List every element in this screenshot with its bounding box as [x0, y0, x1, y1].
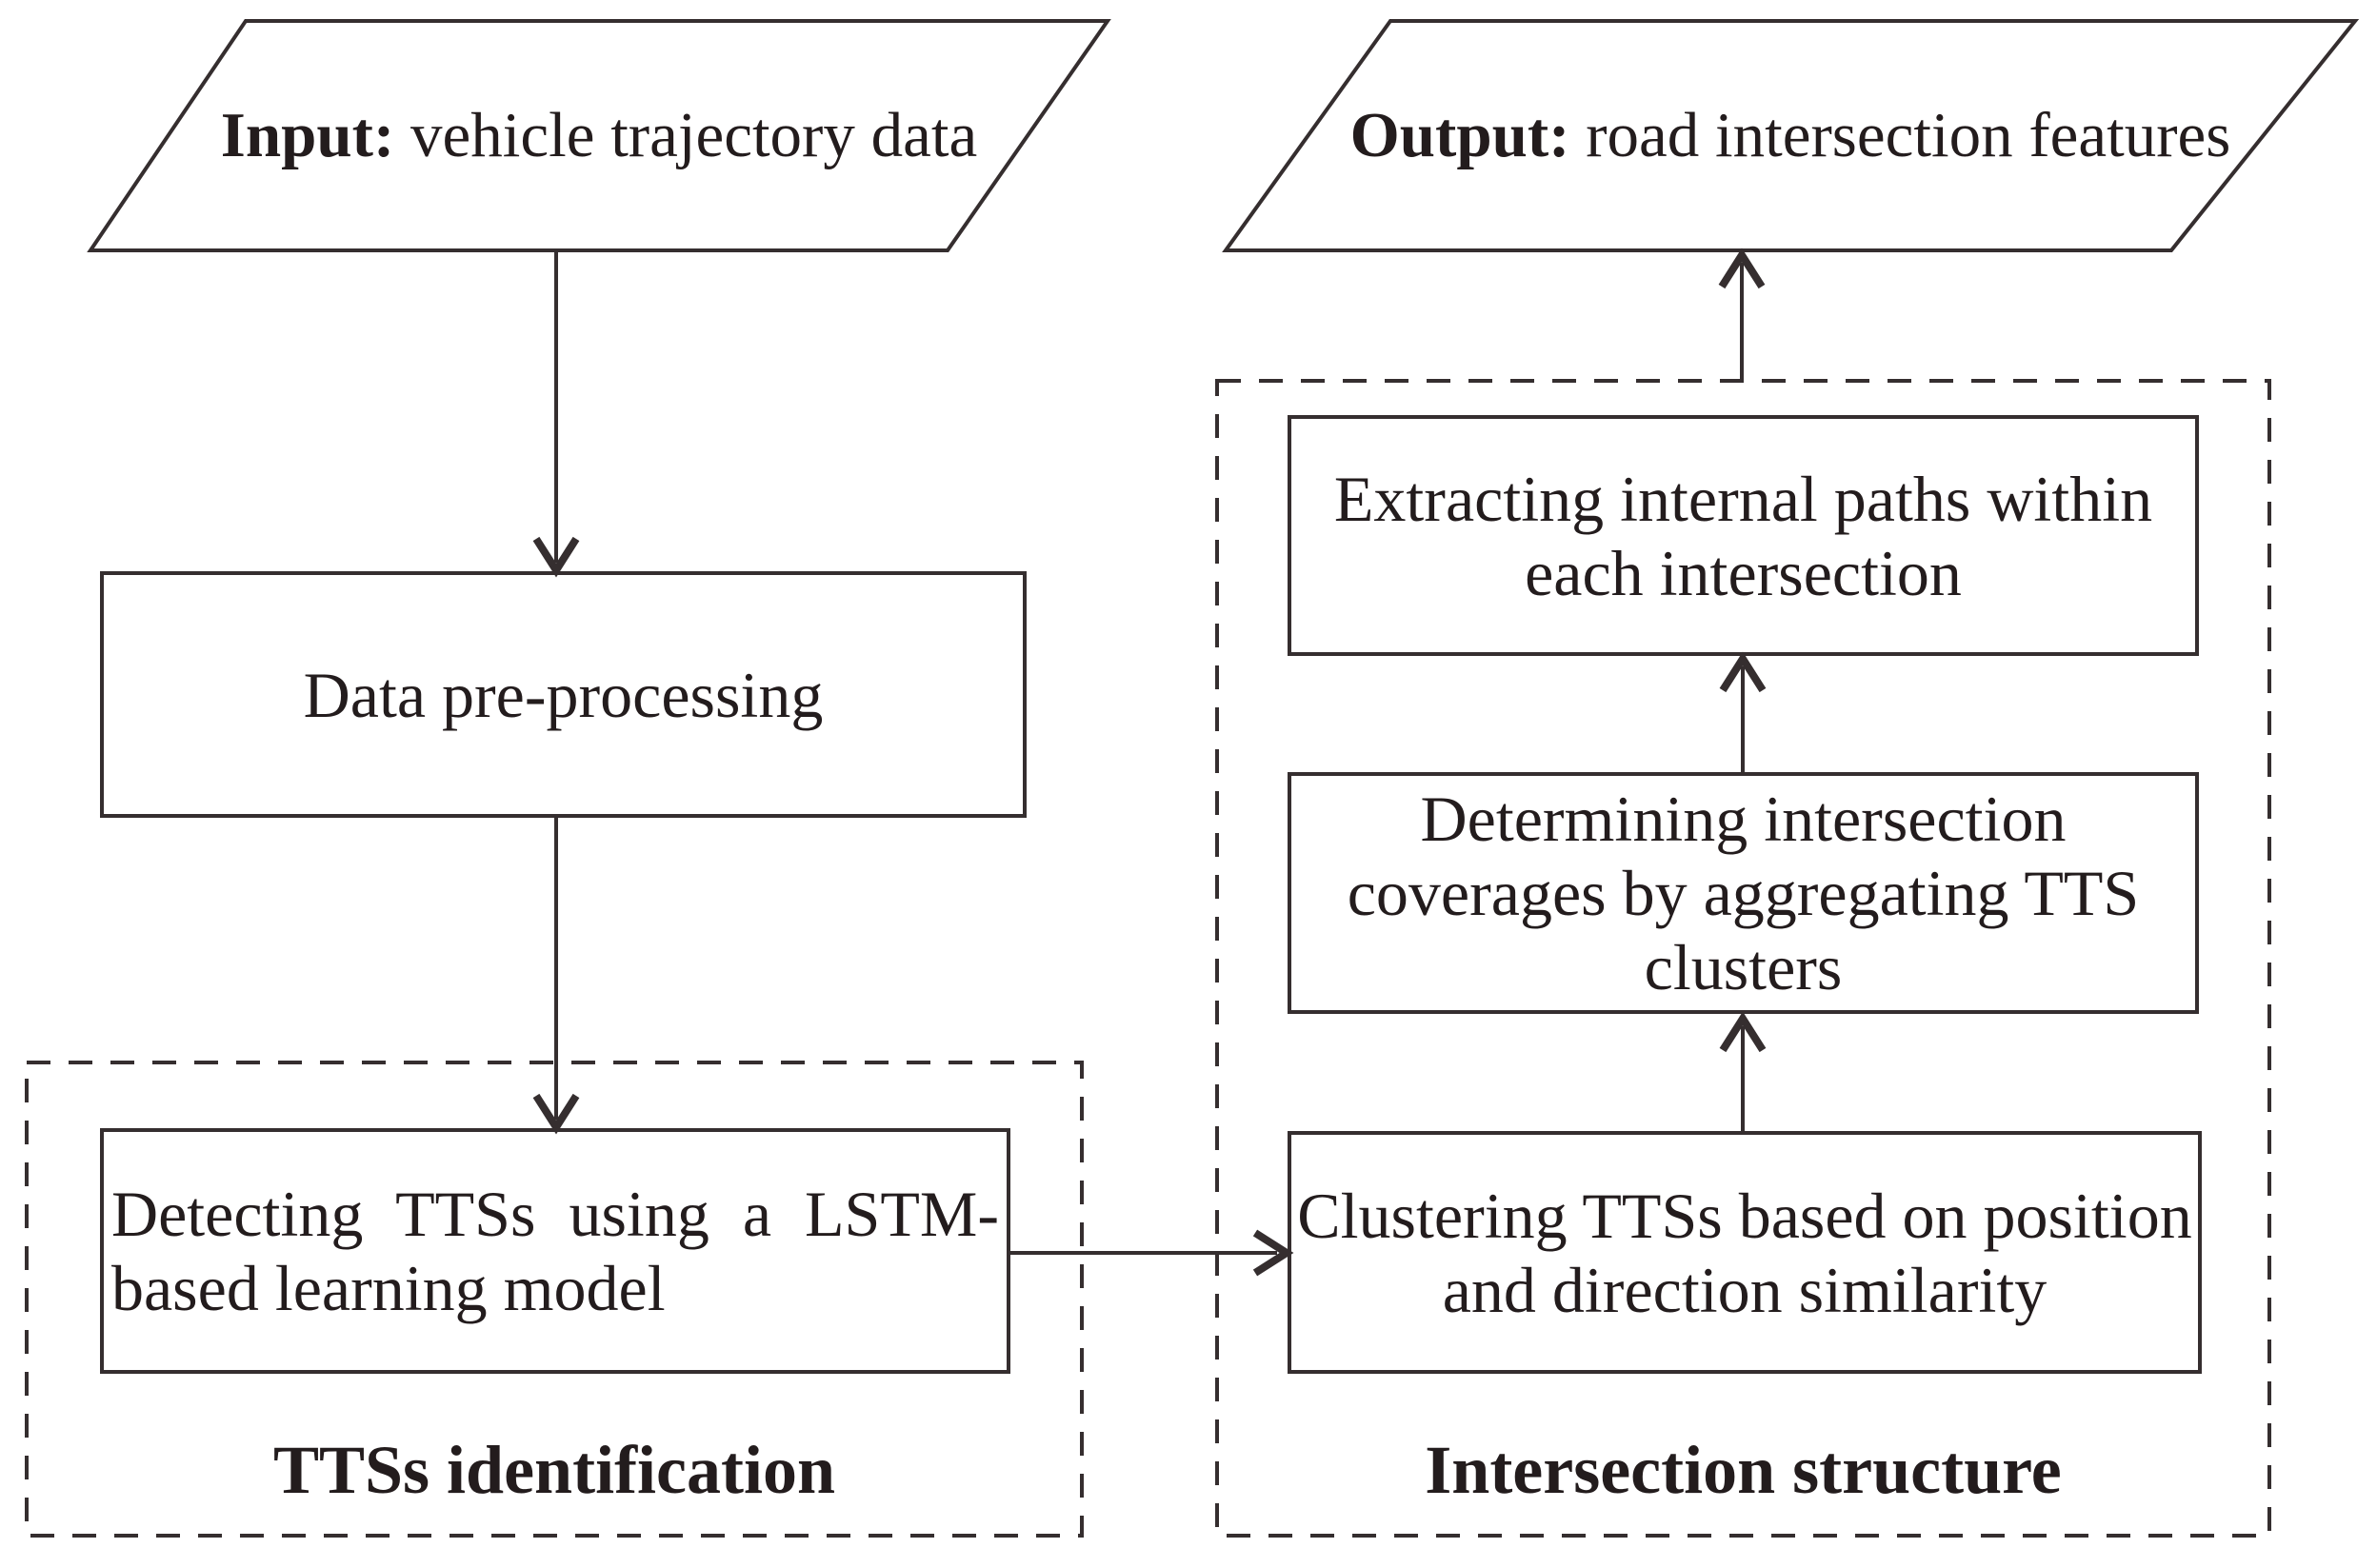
output-parallelogram	[1222, 19, 2360, 252]
input-terminal-label: Input: vehicle trajectory data	[90, 21, 1108, 250]
clustering-line-1: Clustering TTSs based on position	[1297, 1179, 2192, 1252]
extracting-label: Extracting internal paths within each in…	[1289, 417, 2197, 654]
output-terminal-label: Output: road intersection features	[1226, 21, 2355, 250]
determining-line-2: coverages by aggregating TTS	[1347, 857, 2140, 929]
input-parallelogram	[87, 19, 1111, 252]
clustering-label: Clustering TTSs based on position and di…	[1289, 1133, 2200, 1372]
detecting-line-2: based learning model	[111, 1252, 666, 1324]
tts-identification-group-label: TTSs identification	[272, 1432, 836, 1509]
arrow-structure-to-output	[1718, 248, 1766, 382]
extracting-line-1: Extracting internal paths within	[1333, 462, 2153, 535]
determining-line-1: Determining intersection	[1420, 783, 2067, 855]
detecting-box	[100, 1128, 1010, 1374]
preprocessing-label: Data pre-processing	[102, 573, 1025, 816]
determining-label: Determining intersection coverages by ag…	[1289, 774, 2197, 1012]
clustering-box	[1288, 1131, 2202, 1374]
input-text: vehicle trajectory data	[394, 99, 978, 170]
arrow-input-to-preprocessing	[532, 251, 580, 578]
preprocessing-line: Data pre-processing	[303, 658, 824, 731]
preprocessing-box	[100, 571, 1027, 818]
determining-box	[1288, 772, 2199, 1014]
intersection-structure-group-label: Intersection structure	[1425, 1432, 2062, 1509]
tts-identification-group-box	[25, 1061, 1084, 1538]
arrow-detecting-to-clustering	[1009, 1229, 1294, 1277]
output-text: road intersection features	[1569, 99, 2231, 170]
extracting-line-2: each intersection	[1525, 536, 1962, 609]
determining-line-3: clusters	[1644, 931, 1843, 1003]
input-prefix: Input:	[220, 99, 395, 170]
detecting-label: Detecting TTSs using a LSTM- based learn…	[102, 1130, 1009, 1372]
extracting-box	[1288, 415, 2199, 656]
arrow-preprocessing-to-detecting	[532, 817, 580, 1135]
arrow-determining-to-extracting	[1719, 651, 1767, 773]
detecting-line-1: Detecting TTSs using a LSTM-	[111, 1178, 999, 1250]
clustering-line-2: and direction similarity	[1442, 1253, 2047, 1326]
output-prefix: Output:	[1349, 99, 1570, 170]
arrow-clustering-to-determining	[1719, 1011, 1767, 1132]
